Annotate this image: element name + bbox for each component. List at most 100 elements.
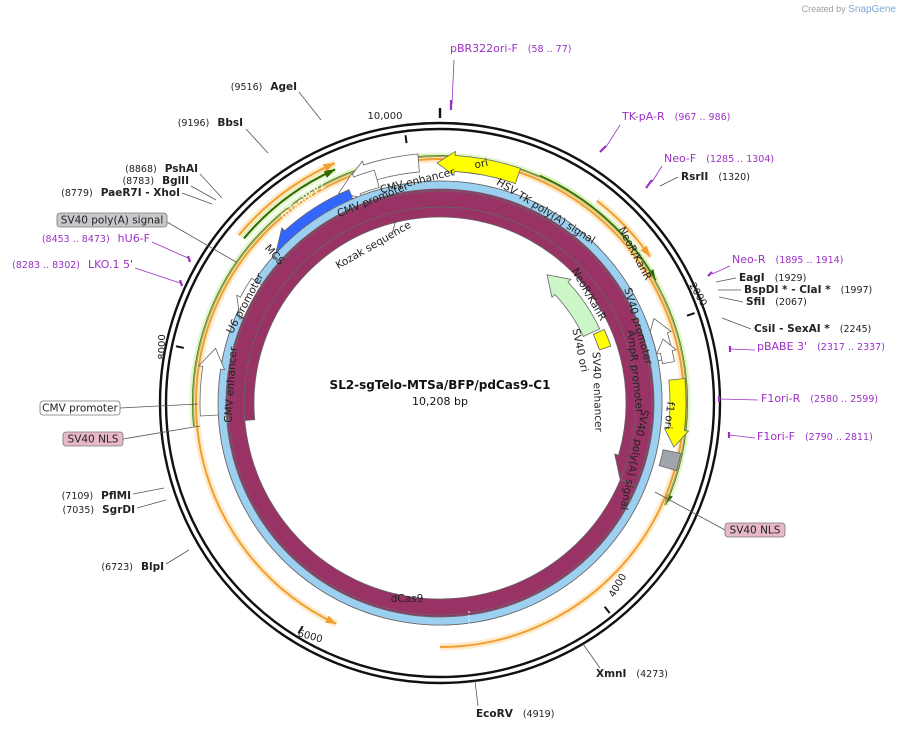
primer-range: (8453 .. 8473)	[42, 234, 110, 245]
site-leader	[582, 643, 601, 669]
primer-name: F1ori-F	[757, 430, 795, 443]
boxed-feature-label[interactable]: CMV promoter	[39, 400, 199, 416]
restriction-site-left[interactable]: (7035)SgrDI	[63, 504, 135, 516]
bfp-outer-strand-head	[323, 169, 336, 178]
primer-mark	[186, 255, 192, 263]
plasmid-length: 10,208 bp	[412, 395, 468, 408]
backbone-inner-ring	[164, 127, 716, 679]
site-leader	[474, 680, 479, 707]
box-text: SV40 NLS	[730, 525, 781, 537]
primer-range: (2580 .. 2599)	[810, 394, 878, 405]
site-name: PaeR7I - XhoI	[101, 187, 180, 199]
feature-label[interactable]: dCas9	[391, 593, 424, 605]
feature-label[interactable]: ori	[473, 157, 489, 172]
restriction-site-right[interactable]: EagI (1929)	[739, 272, 806, 284]
neo-outer-strand	[539, 174, 657, 281]
restriction-site-left[interactable]: (8783)BglII	[122, 175, 189, 187]
tick-mark-6000	[297, 625, 304, 634]
primer-label[interactable]: Neo-R(1895 .. 1914)	[732, 253, 843, 266]
feature-label[interactable]: SV40 enhancer	[590, 352, 605, 433]
primer-range: (967 .. 986)	[675, 112, 731, 123]
site-leader	[718, 296, 744, 303]
f1-ori-feature	[663, 378, 690, 448]
site-position: (1997)	[841, 285, 873, 296]
primer-label[interactable]: (8283 .. 8302)LKO.1 5'	[12, 258, 133, 271]
site-leader	[190, 185, 217, 201]
box-text: CMV promoter	[42, 403, 118, 415]
primer-label[interactable]: F1ori-F(2790 .. 2811)	[757, 430, 873, 443]
site-name: BspDI * - ClaI *	[744, 284, 831, 296]
boxed-feature-label[interactable]: SV40 NLS	[62, 425, 201, 447]
restriction-site-left[interactable]: (9516)AgeI	[231, 81, 297, 93]
site-name: RsrII	[681, 171, 708, 183]
site-position: (8779)	[61, 188, 93, 199]
primer-label[interactable]: (8453 .. 8473) hU6-F	[42, 232, 150, 245]
primer-range: (2317 .. 2337)	[817, 342, 885, 353]
restriction-site-right[interactable]: EcoRV(4919)	[476, 708, 554, 720]
site-name: XmnI	[596, 668, 626, 680]
site-position: (9516)	[231, 82, 263, 93]
box-background	[56, 212, 168, 228]
site-name: BglII	[162, 175, 189, 187]
primer-leader	[451, 59, 455, 105]
primer-label[interactable]: Neo-F(1285 .. 1304)	[664, 152, 774, 165]
primer-range: (1285 .. 1304)	[706, 154, 774, 165]
site-position: (2067)	[775, 297, 807, 308]
site-leader	[165, 549, 190, 565]
boxed-feature-label[interactable]: SV40 poly(A) signal	[56, 212, 237, 263]
tick-mark-2000	[686, 312, 695, 317]
restriction-site-left[interactable]: (8868)PshAI	[125, 163, 198, 175]
restriction-site-right[interactable]: RsrII(1320)	[681, 171, 750, 183]
site-leader	[245, 128, 269, 154]
cmv-enhancer-left-feature	[198, 347, 226, 417]
site-name: SgrDI	[102, 504, 135, 516]
primer-mark	[599, 145, 607, 153]
site-position: (2245)	[840, 324, 872, 335]
feature-label[interactable]: f1 ori	[662, 401, 677, 429]
primer-leader	[151, 241, 189, 259]
tick-label-8000: 8000	[157, 334, 168, 359]
restriction-site-left[interactable]: (9196)BbsI	[178, 117, 243, 129]
sv40-polya-feature	[658, 449, 682, 472]
tick-mark-4000	[603, 606, 611, 614]
site-leader	[659, 176, 679, 187]
primer-name: hU6-F	[118, 232, 150, 245]
restriction-site-right[interactable]: XmnI(4273)	[596, 668, 668, 680]
primer-leader	[719, 398, 759, 401]
site-leader	[721, 317, 752, 330]
primer-name: pBR322ori-F	[450, 42, 518, 55]
site-position: (9196)	[178, 118, 210, 129]
sv40-ori-feature	[592, 328, 612, 351]
site-position: (6723)	[101, 562, 133, 573]
primer-range: (58 .. 77)	[528, 44, 572, 55]
primer-leader	[651, 165, 663, 183]
tick-mark-8000	[175, 345, 185, 349]
boxed-feature-label[interactable]: SV40 NLS	[654, 491, 786, 538]
site-name: SfiI	[746, 296, 765, 308]
neor-kanr-feature-inner	[546, 274, 601, 338]
site-leader	[199, 173, 223, 199]
site-position: (1929)	[775, 273, 807, 284]
site-name: EagI	[739, 272, 765, 284]
restriction-site-right[interactable]: SfiI (2067)	[746, 296, 807, 308]
restriction-site-right[interactable]: BspDI * - ClaI * (1997)	[744, 284, 872, 296]
neo-orange-strand-head	[640, 245, 651, 257]
primer-label[interactable]: TK-pA-R (967 .. 986)	[621, 110, 730, 123]
primer-label[interactable]: F1ori-R (2580 .. 2599)	[761, 392, 878, 405]
primer-name: LKO.1 5'	[88, 258, 133, 271]
primer-name: F1ori-R	[761, 392, 801, 405]
primer-name: TK-pA-R	[621, 110, 665, 123]
primer-mark	[178, 279, 184, 287]
restriction-site-right[interactable]: CsiI - SexAI *(2245)	[754, 323, 871, 335]
primer-label[interactable]: pBR322ori-F (58 .. 77)	[450, 42, 571, 55]
restriction-site-left[interactable]: (7109)PflMI	[62, 490, 131, 502]
primer-leader	[729, 434, 756, 439]
feature-label[interactable]: CMV enhancer	[222, 346, 239, 424]
primer-label[interactable]: pBABE 3'(2317 .. 2337)	[757, 340, 885, 353]
lower-orange-strand-head	[325, 615, 337, 624]
restriction-site-left[interactable]: (8779) PaeR7I - XhoI	[61, 187, 180, 199]
restriction-site-left[interactable]: (6723)BlpI	[101, 561, 164, 573]
box-text: SV40 poly(A) signal	[61, 215, 164, 227]
